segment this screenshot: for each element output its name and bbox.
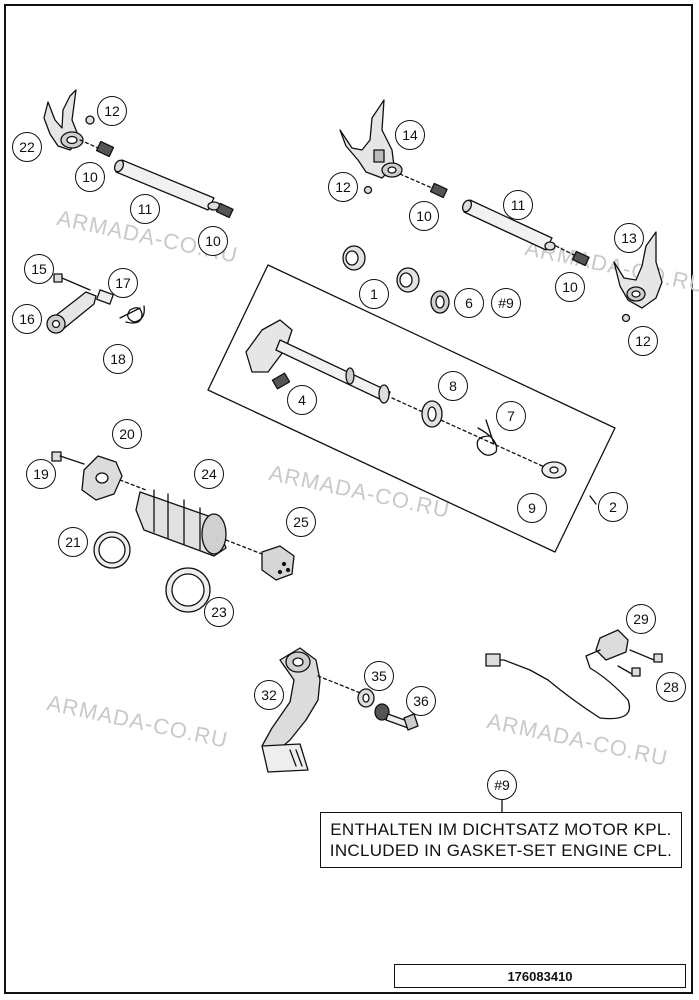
callout-9-note: #9: [487, 770, 517, 800]
shift-shaft: [245, 319, 391, 404]
callout-24: 24: [194, 459, 224, 489]
spring-18: [119, 305, 145, 324]
bushing-8: [421, 400, 443, 428]
callout-35: 35: [364, 661, 394, 691]
bearing-25: [261, 545, 295, 581]
callout-12b: 12: [328, 172, 358, 202]
shift-shaft-kit-frame: [207, 264, 616, 553]
shift-lever-32: [261, 647, 321, 773]
sleeve-17: [96, 289, 114, 305]
callout-12a: 12: [97, 96, 127, 126]
callout-13: 13: [614, 223, 644, 253]
gear-position-sensor-29: [485, 629, 630, 720]
pin-12a: [85, 115, 95, 125]
bolt-36: [374, 703, 419, 731]
callout-21: 21: [58, 527, 88, 557]
callout-10c: 10: [409, 201, 439, 231]
callout-6: 6: [454, 288, 484, 318]
note-line-de: ENTHALTEN IM DICHTSATZ MOTOR KPL.: [330, 820, 672, 839]
shaft-11a: [113, 159, 221, 211]
callout-36: 36: [406, 686, 436, 716]
callout-9-ref: #9: [491, 288, 521, 318]
shaft-seal-6: [430, 290, 450, 314]
return-spring-7: [476, 419, 498, 456]
spring-10d: [571, 250, 590, 267]
callout-1: 1: [359, 279, 389, 309]
bearing-23: [165, 567, 211, 613]
callout-22: 22: [12, 132, 42, 162]
shift-fork-14: [339, 99, 403, 179]
leader-2: [589, 495, 597, 505]
spring-10a: [95, 140, 115, 158]
shift-drum-24: [135, 489, 227, 557]
gasket-set-note: ENTHALTEN IM DICHTSATZ MOTOR KPL. INCLUD…: [320, 812, 682, 868]
spring-10c: [429, 182, 448, 199]
drawing-frame: [4, 4, 693, 994]
callout-18: 18: [103, 344, 133, 374]
bolt-15: [53, 273, 91, 291]
spring-10b: [215, 202, 234, 219]
callout-2: 2: [598, 492, 628, 522]
bolt-19: [51, 451, 85, 465]
shaft-11b: [461, 199, 556, 251]
bearing-21: [93, 531, 131, 569]
callout-23: 23: [204, 597, 234, 627]
washer-9: [541, 461, 567, 479]
callout-19: 19: [26, 459, 56, 489]
callout-29: 29: [626, 604, 656, 634]
callout-10d: 10: [555, 272, 585, 302]
callout-10a: 10: [75, 162, 105, 192]
callout-25: 25: [286, 507, 316, 537]
callout-16: 16: [12, 304, 42, 334]
callout-9: 9: [517, 493, 547, 523]
callout-7: 7: [496, 401, 526, 431]
locking-lever-16: [46, 291, 97, 334]
callout-11a: 11: [130, 194, 160, 224]
callout-14: 14: [395, 120, 425, 150]
callout-12c: 12: [628, 326, 658, 356]
callout-15: 15: [24, 254, 54, 284]
pin-12c: [621, 313, 631, 323]
shift-star-20: [81, 455, 123, 501]
callout-28: 28: [656, 672, 686, 702]
washer-35: [357, 688, 375, 708]
note-line-en: INCLUDED IN GASKET-SET ENGINE CPL.: [329, 841, 673, 860]
bearing-1: [342, 245, 420, 293]
callout-11b: 11: [503, 190, 533, 220]
callout-4: 4: [287, 385, 317, 415]
callout-10b: 10: [198, 226, 228, 256]
callout-8: 8: [438, 371, 468, 401]
callout-17: 17: [108, 268, 138, 298]
shift-fork-13: [613, 231, 663, 309]
shift-fork-22: [43, 89, 84, 151]
callout-32: 32: [254, 680, 284, 710]
diagram-part-number: 176083410: [394, 964, 686, 988]
pin-12b: [363, 185, 373, 195]
screw-28: [617, 649, 663, 677]
spring-4: [271, 372, 291, 390]
callout-20: 20: [112, 419, 142, 449]
